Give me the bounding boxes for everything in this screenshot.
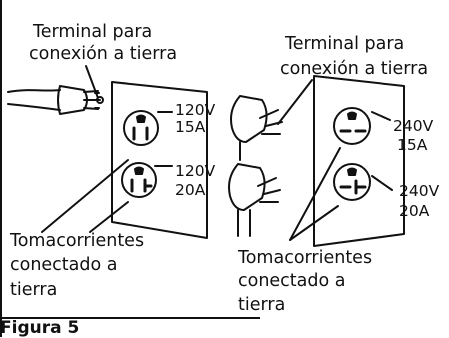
- grounded-outlets-right-line1: Tomacorrientes: [238, 248, 373, 268]
- outlet-240-20-voltage: 240V: [399, 182, 440, 200]
- grounded-outlets-right-line2: conectado a: [238, 271, 346, 291]
- outlet-240v-15a-icon: [333, 107, 371, 145]
- pointer-right-terminal: [277, 79, 313, 125]
- outlet-240-15-voltage: 240V: [393, 117, 434, 135]
- grounded-outlets-left-line2: conectado a: [10, 255, 118, 275]
- pointer-left-b: [89, 201, 129, 233]
- ground-terminal-left-line1: Terminal para: [33, 22, 153, 42]
- pointer-right-a: [289, 147, 341, 241]
- outlet-120v-20a-icon: [121, 162, 157, 198]
- pointer-left-terminal: [85, 65, 99, 99]
- outlet-240-15-amps: 15A: [397, 136, 428, 154]
- ground-terminal-right-line1: Terminal para: [285, 34, 405, 54]
- label-leader-240-15: [371, 111, 391, 121]
- plug-left-icon: [7, 85, 104, 115]
- caption-rule: [0, 317, 260, 319]
- pointer-left-a: [41, 159, 129, 233]
- grounded-outlets-right-line3: tierra: [238, 295, 286, 315]
- outlet-120-20-voltage: 120V: [175, 162, 216, 180]
- outlet-120-15-amps: 15A: [175, 118, 206, 136]
- outlet-120v-15a-icon: [123, 110, 159, 146]
- left-wall-plate: [111, 81, 208, 239]
- pointer-right-b: [289, 205, 339, 241]
- plug-right-bottom-icon: [228, 163, 281, 237]
- outlet-120-15-voltage: 120V: [175, 101, 216, 119]
- outlet-240-20-amps: 20A: [399, 202, 430, 220]
- label-leader-240-20: [371, 175, 393, 191]
- figure-caption: Figura 5: [0, 318, 80, 338]
- grounded-outlets-left-line3: tierra: [10, 280, 58, 300]
- outlet-120-20-amps: 20A: [175, 181, 206, 199]
- ground-terminal-left-line2: conexión a tierra: [29, 44, 178, 64]
- grounded-outlets-left-line1: Tomacorrientes: [10, 231, 145, 251]
- ground-terminal-right-line2: conexión a tierra: [280, 59, 429, 79]
- plug-right-top-icon: [230, 95, 283, 161]
- outlet-240v-20a-icon: [333, 163, 371, 201]
- left-border-line: [0, 0, 2, 337]
- right-wall-plate: [313, 75, 405, 247]
